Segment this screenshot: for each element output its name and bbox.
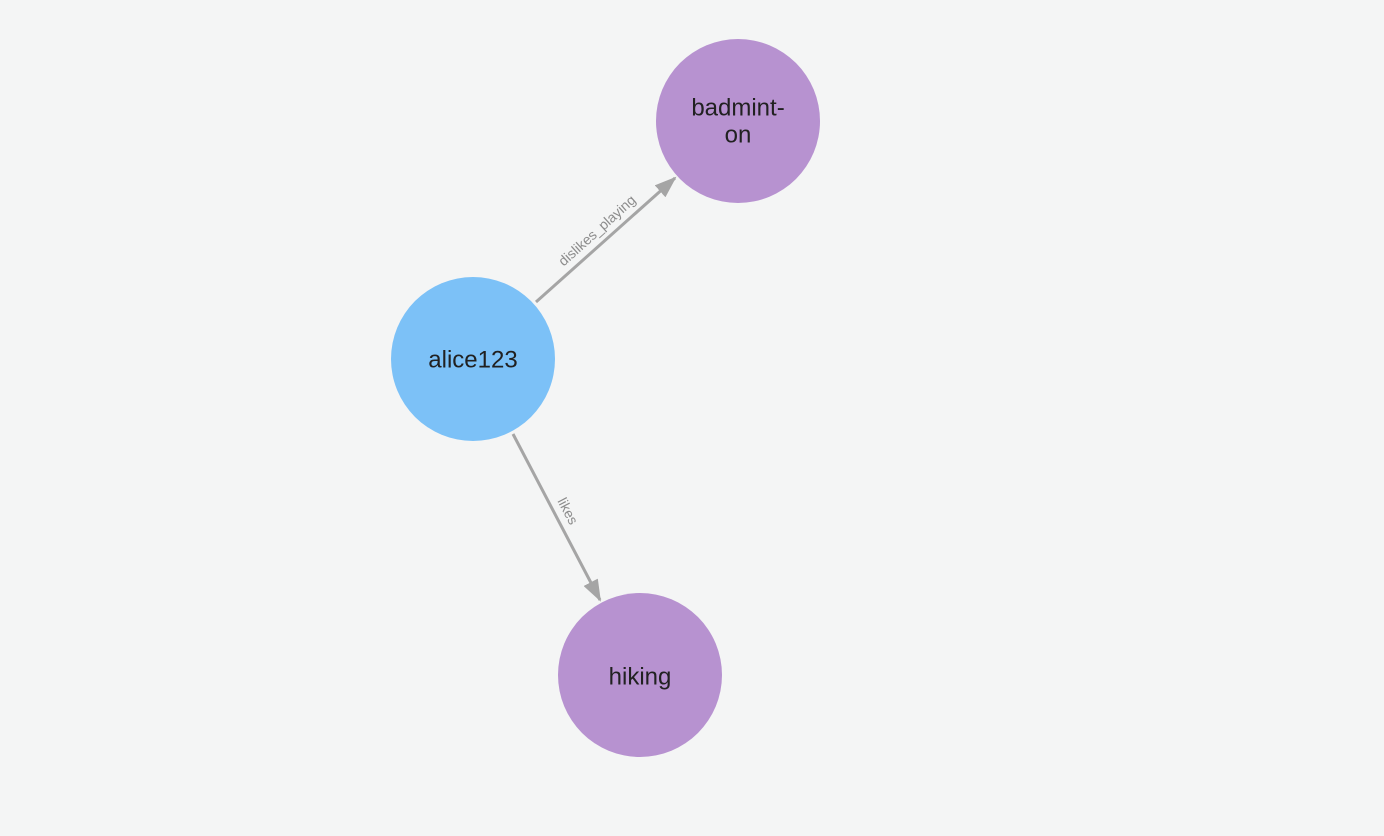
node-circle-badminton[interactable]	[656, 39, 820, 203]
node-alice123[interactable]: alice123	[391, 277, 555, 441]
node-hiking[interactable]: hiking	[558, 593, 722, 757]
node-badminton[interactable]: badmint- on	[656, 39, 820, 203]
node-circle-alice123[interactable]	[391, 277, 555, 441]
node-circle-hiking[interactable]	[558, 593, 722, 757]
edge-line-dislikes-playing[interactable]	[535, 176, 677, 304]
edge-line-likes[interactable]	[511, 433, 602, 602]
